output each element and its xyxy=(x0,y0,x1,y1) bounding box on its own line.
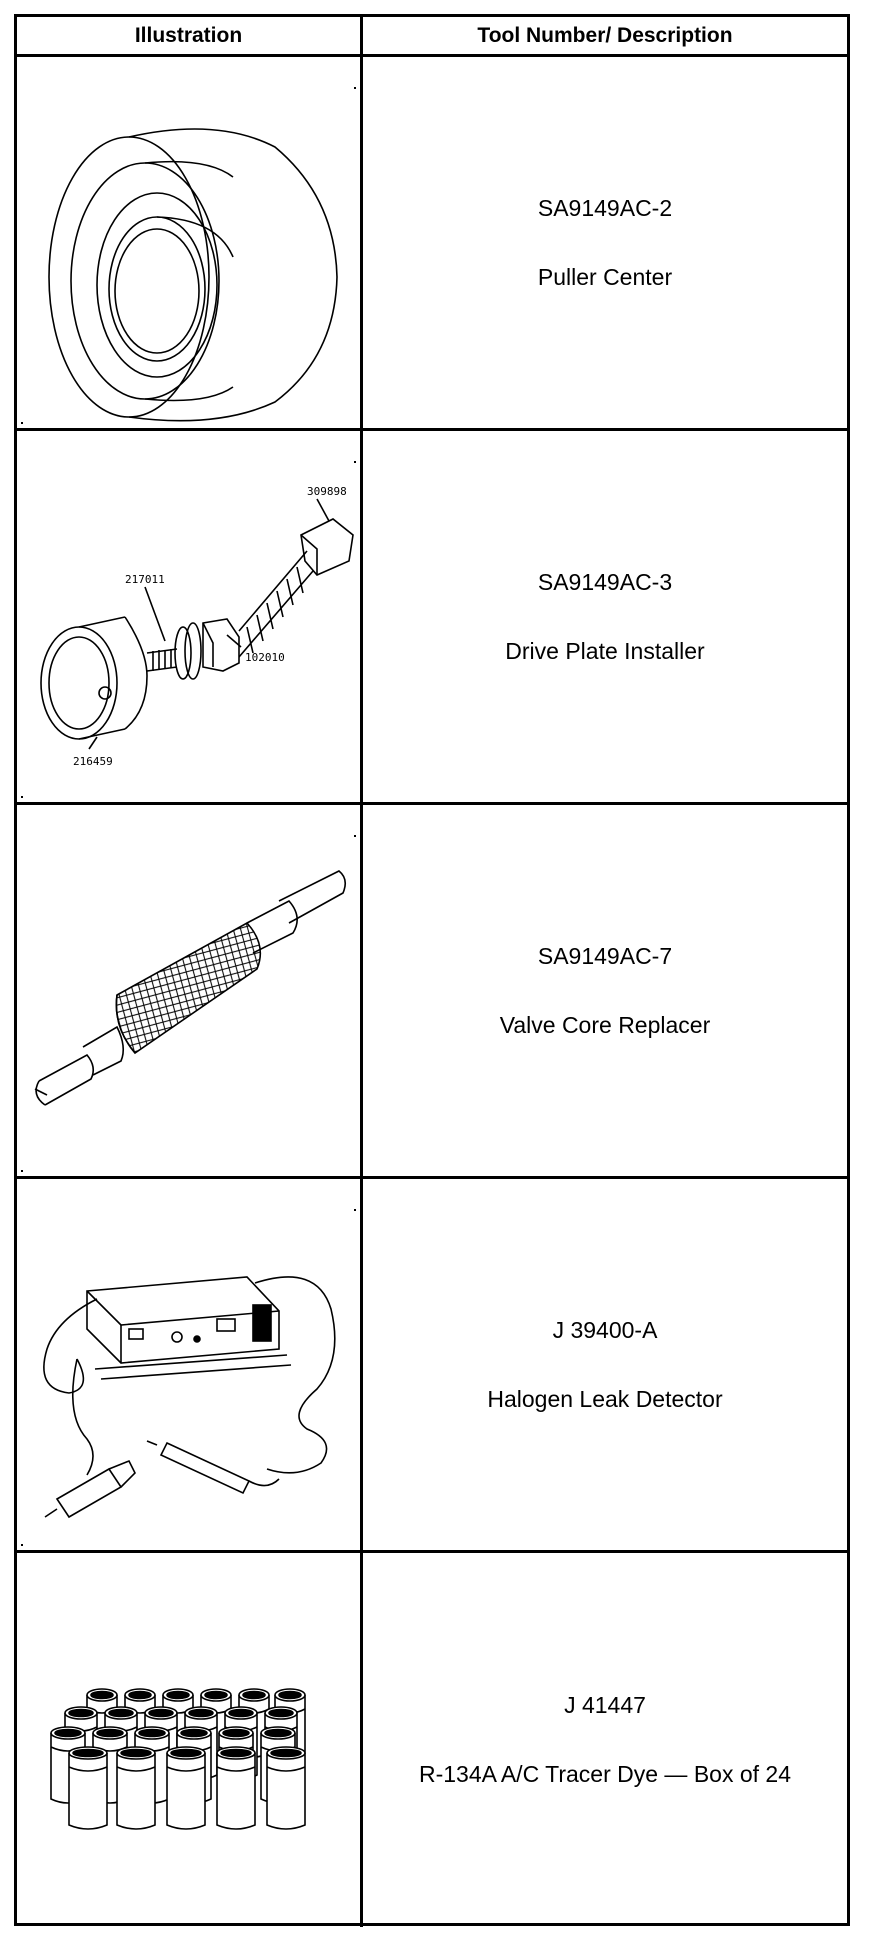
illustration-cell xyxy=(17,1179,363,1550)
header-illustration: Illustration xyxy=(17,17,363,54)
illustration-cell xyxy=(17,1553,363,1927)
description-cell: J 39400-A Halogen Leak Detector xyxy=(363,1179,847,1550)
header-tool-description: Tool Number/ Description xyxy=(477,23,733,47)
corner-mark xyxy=(21,796,23,798)
callout-102010: 102010 xyxy=(245,651,285,664)
tool-description: Puller Center xyxy=(537,263,673,290)
table-row: 309898 217011 102010 216459 SA9149AC-3 D… xyxy=(17,431,847,805)
corner-mark xyxy=(21,1544,23,1546)
dye-bottle-icon xyxy=(68,1746,108,1830)
dye-bottle-icon xyxy=(116,1746,156,1830)
description-cell: SA9149AC-3 Drive Plate Installer xyxy=(363,431,847,802)
table-row: SA9149AC-2 Puller Center xyxy=(17,57,847,431)
puller-center-drawing xyxy=(48,128,338,422)
tool-number: SA9149AC-7 xyxy=(537,942,673,969)
description-cell: J 41447 R-134A A/C Tracer Dye — Box of 2… xyxy=(363,1553,847,1927)
callout-309898: 309898 xyxy=(307,485,347,498)
table-row: SA9149AC-7 Valve Core Replacer xyxy=(17,805,847,1179)
dye-bottle-icon xyxy=(266,1746,306,1830)
tool-description: R-134A A/C Tracer Dye — Box of 24 xyxy=(419,1761,791,1787)
valve-core-replacer-drawing xyxy=(34,870,347,1106)
tool-description: Valve Core Replacer xyxy=(499,1011,711,1038)
corner-mark xyxy=(21,1170,23,1172)
tool-number: SA9149AC-3 xyxy=(537,568,673,595)
dye-bottle-icon xyxy=(166,1746,206,1830)
tool-description: Drive Plate Installer xyxy=(505,637,705,664)
tracer-dye-box-drawing xyxy=(50,1688,306,1830)
corner-mark xyxy=(354,1209,356,1211)
halogen-leak-detector-drawing xyxy=(43,1276,336,1519)
dye-bottle-icon xyxy=(216,1746,256,1830)
tool-number: SA9149AC-2 xyxy=(537,194,673,221)
table-header: Illustration Tool Number/ Description xyxy=(17,17,847,57)
callout-217011: 217011 xyxy=(125,573,165,586)
illustration-cell: 309898 217011 102010 216459 xyxy=(17,431,363,802)
description-cell: SA9149AC-2 Puller Center xyxy=(363,57,847,428)
illustration-cell xyxy=(17,805,363,1176)
corner-mark xyxy=(354,87,356,89)
description-cell: SA9149AC-7 Valve Core Replacer xyxy=(363,805,847,1176)
corner-mark xyxy=(21,422,23,424)
callout-216459: 216459 xyxy=(73,755,113,768)
table-row: J 39400-A Halogen Leak Detector xyxy=(17,1179,847,1553)
tool-number: J 41447 xyxy=(564,1692,646,1718)
table-row: J 41447 R-134A A/C Tracer Dye — Box of 2… xyxy=(17,1553,847,1927)
corner-mark xyxy=(354,835,356,837)
tool-table: Illustration Tool Number/ Description SA… xyxy=(14,14,850,1927)
tool-description: Halogen Leak Detector xyxy=(487,1385,723,1412)
tool-number: J 39400-A xyxy=(552,1316,658,1343)
drive-plate-installer-drawing: 309898 217011 102010 216459 xyxy=(40,485,354,768)
corner-mark xyxy=(354,461,356,463)
illustration-cell xyxy=(17,57,363,428)
